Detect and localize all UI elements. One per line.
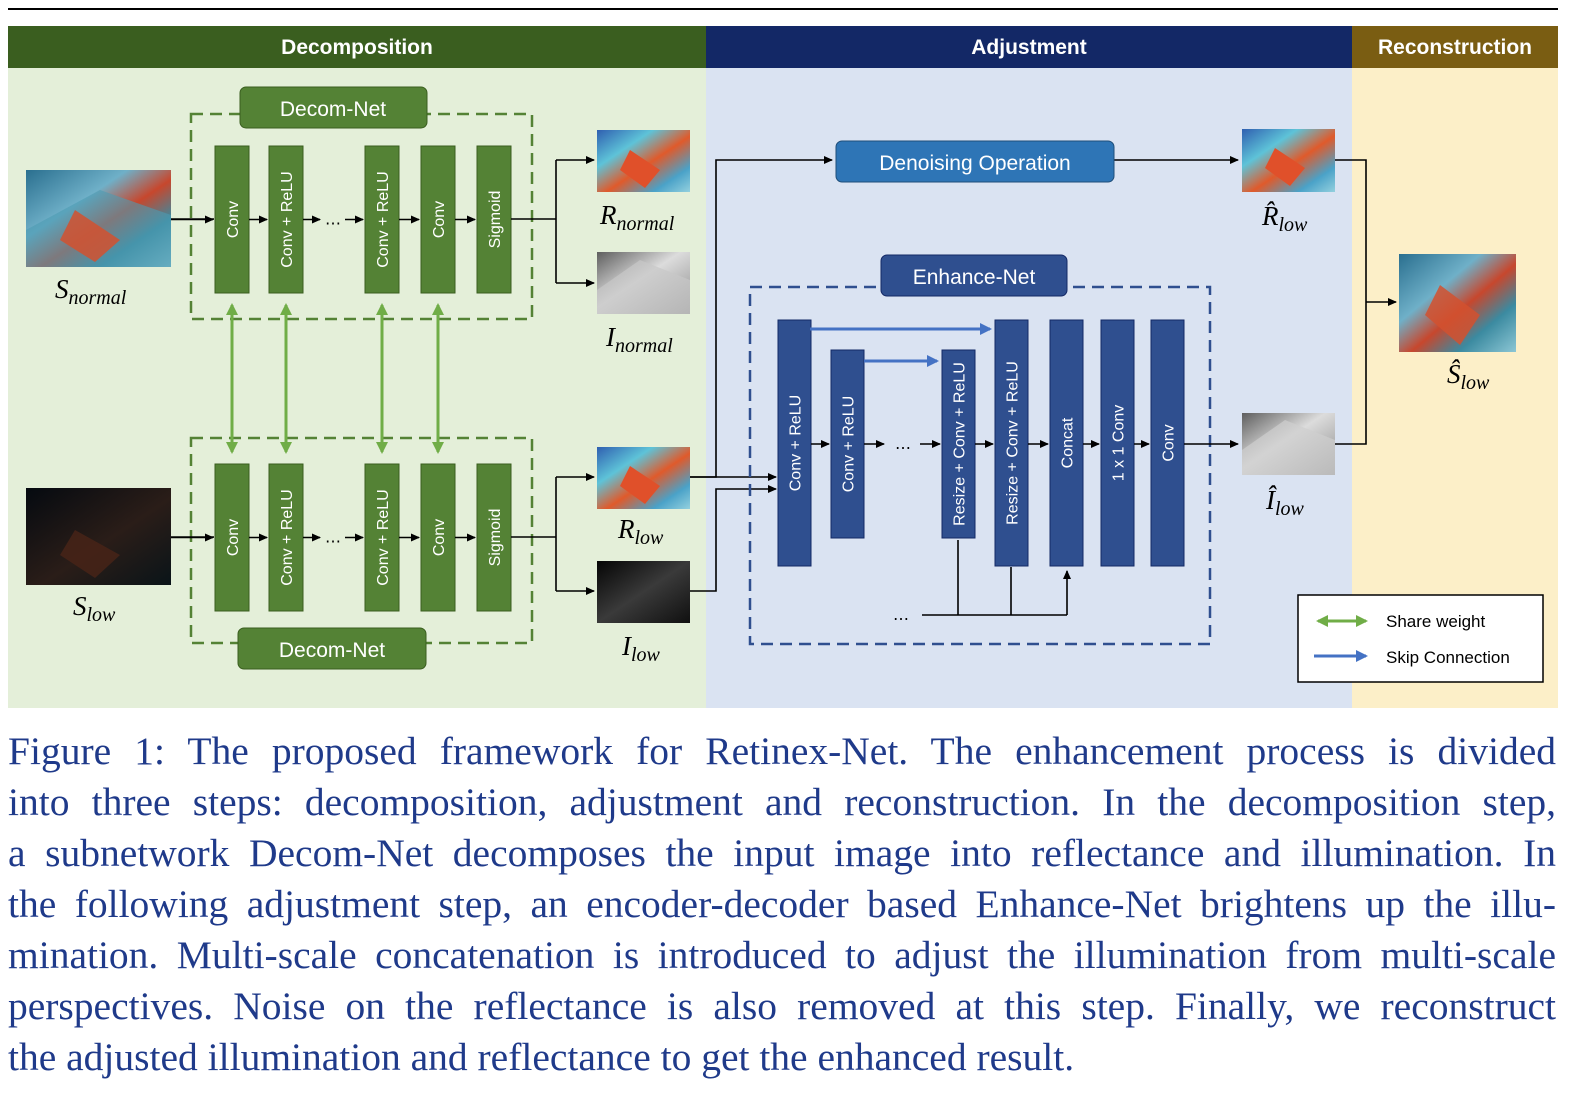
decom-net-top-label: Decom-Net bbox=[280, 98, 386, 121]
r-low-label: Rlow bbox=[617, 514, 664, 549]
legend: Share weight Skip Connection bbox=[1297, 594, 1544, 683]
enhance-layer-7 bbox=[1150, 319, 1185, 567]
decom-top-layer-label-3: Conv + ReLU bbox=[375, 171, 392, 268]
i-low-label: Ilow bbox=[621, 631, 661, 666]
decom-bottom-layer-4 bbox=[420, 463, 456, 612]
decom-top-dots: … bbox=[325, 210, 341, 229]
r-normal-label: Rnormal bbox=[599, 200, 675, 235]
figure-caption: Figure 1: The proposed framework for Ret… bbox=[8, 726, 1556, 1083]
i-hat-low-image bbox=[1242, 413, 1335, 475]
skip-connection-arrows bbox=[810, 323, 992, 367]
caption-line: the following adjustment step, an encode… bbox=[8, 882, 1556, 926]
enhance-layer-label-6: 1 x 1 Conv bbox=[1111, 405, 1128, 481]
decom-top-layer-label-4: Conv bbox=[431, 201, 448, 238]
decom-top-layer-label-0: Conv bbox=[225, 201, 242, 238]
s-low-image bbox=[26, 488, 171, 585]
enhance-layer-6 bbox=[1100, 319, 1135, 567]
enhance-layer-1 bbox=[830, 349, 865, 539]
enhance-dots: … bbox=[895, 434, 911, 453]
enhance-layer-4 bbox=[994, 319, 1029, 567]
enhance-layer-3 bbox=[941, 349, 976, 539]
decom-bottom-layer-label-4: Conv bbox=[431, 519, 448, 556]
decom-bottom-layer-label-1: Conv + ReLU bbox=[279, 489, 296, 586]
denoising-operation-box bbox=[835, 140, 1115, 183]
share-weight-arrows bbox=[226, 303, 444, 454]
enhance-dots-bottom: … bbox=[893, 605, 909, 624]
decom-net-bottom-box bbox=[189, 436, 534, 645]
r-hat-low-label: R̂low bbox=[1261, 201, 1308, 236]
r-normal-image bbox=[597, 130, 690, 192]
caption-line: mination. Multi-scale concatenation is i… bbox=[8, 933, 1556, 977]
enhance-layer-label-0: Conv + ReLU bbox=[788, 395, 805, 492]
decom-top-layer-5 bbox=[476, 145, 512, 294]
r-low-image bbox=[597, 447, 690, 509]
decom-bottom-dots: … bbox=[325, 528, 341, 547]
decom-top-layer-label-1: Conv + ReLU bbox=[279, 171, 296, 268]
s-hat-low-label: Ŝlow bbox=[1447, 359, 1490, 394]
denoising-operation-label: Denoising Operation bbox=[879, 152, 1070, 175]
enhance-layer-label-5: Concat bbox=[1060, 417, 1077, 468]
s-low-label: Slow bbox=[73, 591, 116, 626]
decom-top-layer-3 bbox=[364, 145, 400, 294]
decom-bottom-layer-3 bbox=[364, 463, 400, 612]
decom-net-top-box bbox=[189, 112, 534, 321]
decom-net-bottom-label: Decom-Net bbox=[279, 639, 385, 662]
decom-top-layer-label-5: Sigmoid bbox=[487, 191, 504, 249]
i-low-image bbox=[597, 561, 690, 623]
i-hat-low-label: Îlow bbox=[1265, 485, 1305, 520]
s-normal-label: Snormal bbox=[55, 274, 127, 309]
caption-line: perspectives. Noise on the reflectance i… bbox=[8, 984, 1556, 1028]
enhance-layer-label-7: Conv bbox=[1161, 424, 1178, 461]
enhance-layer-label-4: Resize + Conv + ReLU bbox=[1005, 361, 1022, 525]
adjustment-header: Adjustment bbox=[971, 36, 1087, 59]
enhance-layer-5 bbox=[1049, 319, 1084, 567]
r-hat-low-image bbox=[1242, 129, 1335, 192]
s-normal-image bbox=[26, 170, 171, 267]
caption-line: the adjusted illumination and reflectanc… bbox=[8, 1035, 1075, 1079]
reconstruction-header: Reconstruction bbox=[1378, 36, 1532, 59]
caption-line: a subnetwork Decom-Net decomposes the in… bbox=[8, 831, 1556, 875]
s-hat-low-image bbox=[1399, 254, 1516, 352]
i-normal-image bbox=[597, 252, 690, 314]
decom-bottom-layer-label-3: Conv + ReLU bbox=[375, 489, 392, 586]
share-weight-legend-label: Share weight bbox=[1386, 612, 1486, 631]
caption-line: into three steps: decomposition, adjustm… bbox=[8, 780, 1556, 824]
enhance-layer-label-1: Conv + ReLU bbox=[841, 396, 858, 493]
decom-bottom-layer-label-0: Conv bbox=[225, 519, 242, 556]
decom-top-layer-0 bbox=[214, 145, 250, 294]
decomposition-header: Decomposition bbox=[281, 36, 433, 59]
enhance-net-label: Enhance-Net bbox=[913, 266, 1036, 289]
caption-line: Figure 1: The proposed framework for Ret… bbox=[8, 729, 1556, 773]
enhance-layer-0 bbox=[777, 319, 812, 567]
decom-top-layer-4 bbox=[420, 145, 456, 294]
decom-bottom-layer-label-5: Sigmoid bbox=[487, 509, 504, 567]
skip-connection-legend-label: Skip Connection bbox=[1386, 648, 1510, 667]
enhance-layer-label-3: Resize + Conv + ReLU bbox=[952, 362, 969, 526]
i-normal-label: Inormal bbox=[605, 322, 673, 357]
retinex-net-diagram: Decomposition Adjustment Reconstruction … bbox=[8, 8, 1558, 708]
